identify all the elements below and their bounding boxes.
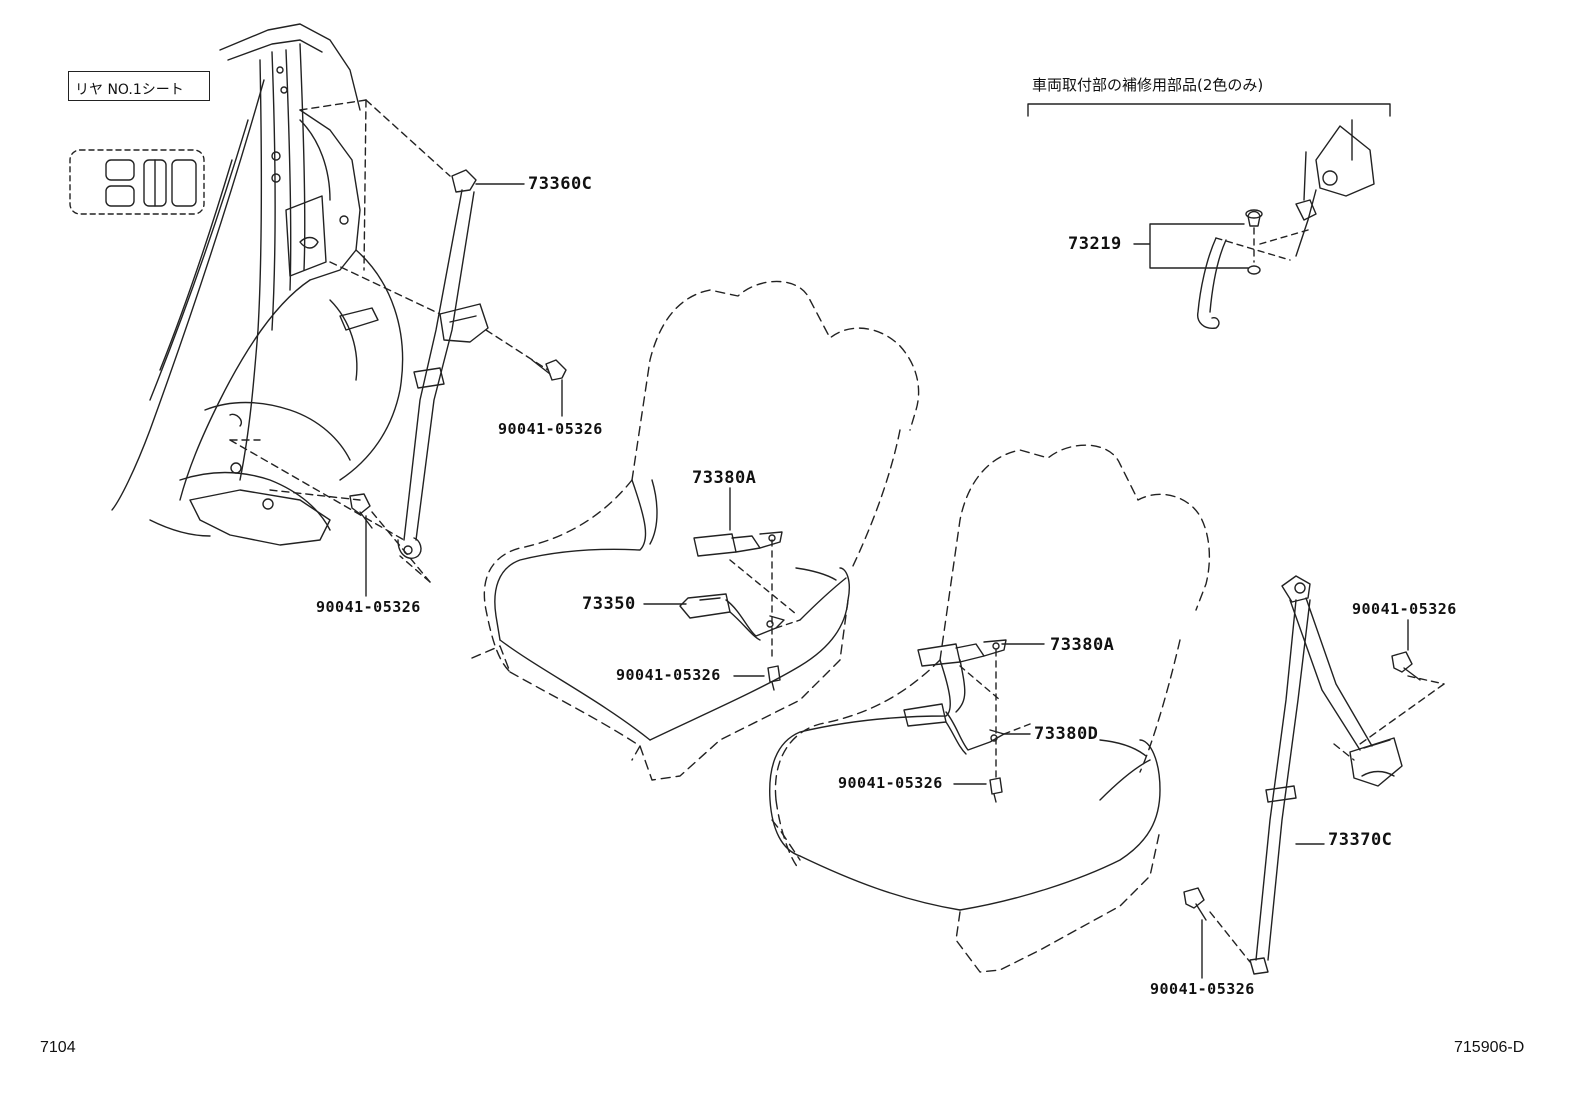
right-belt-dashed-leaders [1209, 675, 1445, 963]
bolt-label: 90041-05326 [1150, 980, 1255, 998]
left-belt-dashed-leaders [229, 99, 549, 583]
left-seat-bolt [767, 665, 781, 691]
bolt-label: 90041-05326 [498, 420, 603, 438]
callout-73360c: 73360C [528, 174, 593, 194]
section-label-box: リヤ NO.1シート [68, 71, 210, 101]
callout-73380a-left: 73380A [692, 468, 757, 488]
bolt-label: 90041-05326 [1352, 600, 1457, 618]
left-buckle-73350 [679, 593, 785, 641]
left-seat [471, 280, 920, 781]
right-seat-dashed-leaders [959, 649, 1031, 781]
callout-73219: 73219 [1068, 234, 1122, 254]
right-seat-solid-edges [769, 659, 1161, 911]
right-seat-belt [1249, 575, 1403, 975]
repair-parts-heading: 車両取付部の補修用部品(2色のみ) [1032, 76, 1264, 94]
left-seat-dashed-leaders [729, 539, 801, 661]
footer-right-code: 715906-D [1454, 1039, 1525, 1056]
right-seat-bolt [989, 777, 1003, 803]
bolt-label: 90041-05326 [616, 666, 721, 684]
callout-73350: 73350 [582, 594, 636, 614]
callout-leaders [365, 183, 1409, 979]
right-buckle-73380D [903, 703, 1005, 755]
section-label: リヤ NO.1シート [75, 82, 184, 98]
left-seat-solid-edges [494, 479, 850, 741]
vehicle-body-structure [111, 23, 404, 546]
callout-73380d: 73380D [1034, 724, 1099, 744]
right-belt-bolts [1183, 651, 1421, 921]
left-belt-bolts [349, 359, 567, 529]
repair-parts-dashed-leaders [1215, 227, 1309, 263]
left-buckle-73380A [693, 531, 783, 557]
left-seat-belt [397, 169, 489, 559]
footer-left-code: 7104 [40, 1039, 76, 1056]
right-buckle-73380A [917, 639, 1007, 667]
callout-73380a-right: 73380A [1050, 635, 1115, 655]
bolt-label: 90041-05326 [316, 598, 421, 616]
right-seat [771, 444, 1211, 973]
vehicle-location-map [69, 149, 205, 215]
callout-73370c: 73370C [1328, 830, 1393, 850]
repair-parts-inset [1027, 103, 1391, 329]
bolt-label: 90041-05326 [838, 774, 943, 792]
